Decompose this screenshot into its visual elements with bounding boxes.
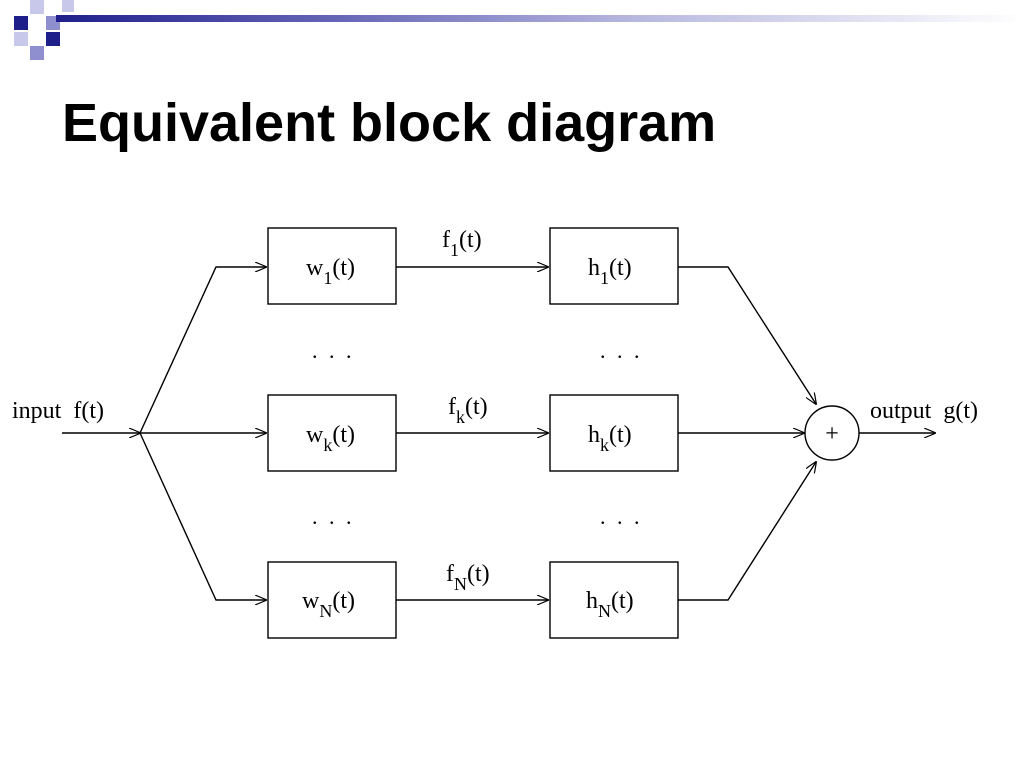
h1-label: h1(t) xyxy=(588,255,632,288)
branch-N-out-arrow xyxy=(678,462,816,601)
ellipsis: . . . xyxy=(600,338,643,363)
branch-N-in-arrow xyxy=(139,432,266,600)
w1-label: w1(t) xyxy=(306,255,355,288)
slide-decoration xyxy=(0,0,1024,70)
sum-symbol: + xyxy=(825,421,839,447)
decor-square xyxy=(62,0,74,12)
wk-label: wk(t) xyxy=(306,422,355,455)
decor-square xyxy=(30,46,44,60)
h1-block xyxy=(549,227,679,305)
ellipsis: . . . xyxy=(312,504,355,529)
w1-block xyxy=(267,227,397,305)
wN-label: wN(t) xyxy=(302,588,355,621)
f1-label: f1(t) xyxy=(442,227,482,260)
decor-square xyxy=(30,0,44,14)
fk-label: fk(t) xyxy=(448,394,488,427)
decor-square xyxy=(14,16,28,30)
ellipsis: . . . xyxy=(600,504,643,529)
slide-title: Equivalent block diagram xyxy=(62,93,717,153)
input-label: input f(t) xyxy=(12,398,104,424)
ellipsis: . . . xyxy=(312,338,355,363)
decor-square xyxy=(14,32,28,46)
hN-label: hN(t) xyxy=(586,588,634,621)
hk-label: hk(t) xyxy=(588,422,632,455)
output-label: output g(t) xyxy=(870,398,978,424)
fN-label: fN(t) xyxy=(446,561,490,594)
title-bar xyxy=(56,15,1024,22)
branch-1-in-arrow xyxy=(139,267,266,434)
branch-1-out-arrow xyxy=(678,266,816,404)
decor-square xyxy=(46,32,60,46)
